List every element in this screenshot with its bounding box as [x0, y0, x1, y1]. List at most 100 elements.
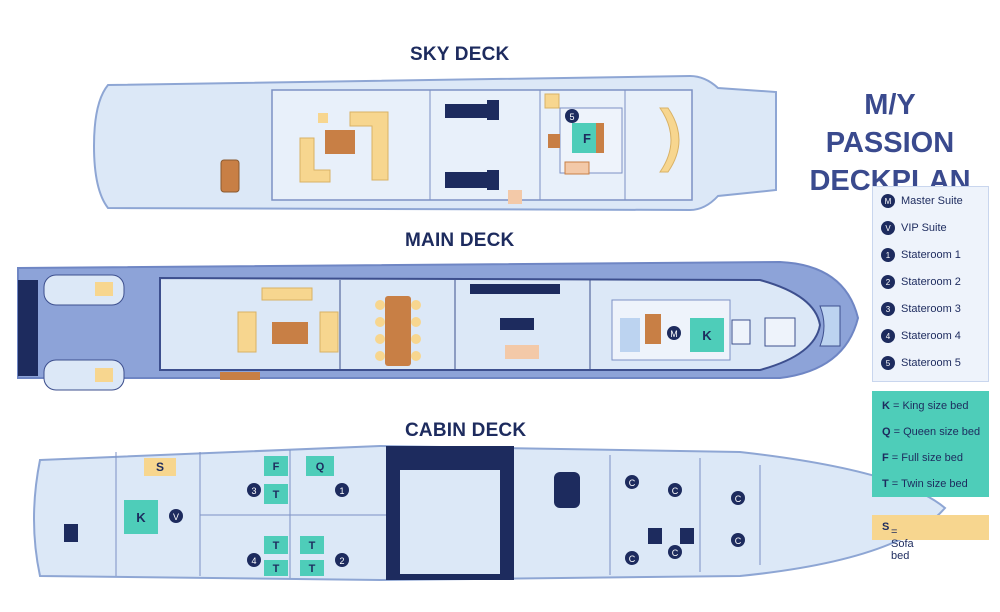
crew-cabin-marker — [625, 475, 639, 489]
deckplan-title: M/Y PASSION DECKPLAN — [800, 86, 980, 200]
stateroom-3-marker — [247, 483, 261, 497]
lounge-sofa — [299, 137, 331, 183]
stateroom-2-label: 2 — [339, 556, 344, 566]
galley-block — [500, 318, 534, 330]
legend-row-king: K = King size bed — [882, 400, 969, 412]
twin-bed-label: T — [309, 563, 316, 575]
dining-chair — [411, 317, 421, 327]
twin-bed-label: T — [273, 489, 280, 501]
legend-dot: M — [881, 194, 895, 208]
cabin-deck-title: CABIN DECK — [405, 420, 527, 441]
crew-cabin-marker — [731, 491, 745, 505]
chair — [318, 113, 328, 123]
twin-bed-label: T — [309, 540, 316, 552]
stateroom-4-label: 4 — [251, 556, 256, 566]
stateroom-1-marker — [335, 483, 349, 497]
legend-label: = King size bed — [893, 400, 969, 412]
full-bed-label: F — [273, 461, 280, 473]
bar-block — [445, 104, 487, 118]
legend-code: S — [882, 521, 890, 533]
crew-bunk — [648, 528, 662, 544]
legend-label: = Queen size bed — [893, 426, 981, 438]
twin-bed-marker — [300, 560, 324, 576]
beds-legend: K = King size bed Q = Queen size bed F =… — [872, 391, 989, 497]
sky-deck-title: SKY DECK — [410, 44, 510, 65]
dining-table — [385, 296, 411, 366]
vip-suite-marker — [169, 509, 183, 523]
king-bed-marker — [690, 318, 724, 352]
cabin-deck-plan: K S V F T 3 Q 1 T T 4 T T 2 C C — [33, 444, 947, 582]
dining-chair — [375, 334, 385, 344]
legend-label: = Full size bed — [891, 452, 964, 464]
legend-label: Master Suite — [901, 195, 963, 207]
engine-room-void — [400, 470, 500, 574]
legend-code: T — [882, 478, 889, 490]
full-bed-label: F — [583, 131, 591, 146]
sun-lounger — [220, 159, 240, 193]
legend-row-stateroom-2: 2 Stateroom 2 — [881, 273, 961, 291]
legend-label: Stateroom 2 — [901, 276, 961, 288]
bar-block — [445, 172, 487, 188]
crew-cabin-label: C — [672, 548, 679, 558]
stateroom-4-marker — [247, 553, 261, 567]
legend-row-sofa: S = Sofa bed — [882, 521, 914, 562]
title-line-1: M/Y PASSION — [825, 89, 955, 159]
legend-row-twin: T = Twin size bed — [882, 478, 968, 490]
queen-bed-label: Q — [316, 461, 325, 473]
sky-deck-plan: F 5 — [92, 74, 777, 212]
legend-label: = Twin size bed — [891, 478, 968, 490]
twin-bed-marker — [300, 536, 324, 554]
sofa — [564, 161, 590, 175]
king-bed-label: K — [136, 510, 146, 525]
galley-stairs — [505, 345, 539, 359]
stateroom-2-marker — [335, 553, 349, 567]
crew-cabin-label: C — [672, 486, 679, 496]
main-lounge-sofa — [319, 311, 339, 353]
crew-cabin-marker — [731, 533, 745, 547]
master-closet — [645, 314, 661, 344]
tender-boat — [43, 359, 125, 391]
bar-block — [487, 170, 499, 190]
legend-dot: 4 — [881, 329, 895, 343]
crew-cabin-label: C — [629, 554, 636, 564]
stairs — [508, 190, 522, 204]
king-bed-label: K — [702, 328, 712, 343]
twin-bed-marker — [264, 536, 288, 554]
legend-label: Stateroom 5 — [901, 357, 961, 369]
vip-suite-label: V — [173, 512, 179, 522]
legend-row-full: F = Full size bed — [882, 452, 963, 464]
coffee-table — [325, 130, 355, 154]
legend-label: Stateroom 3 — [901, 303, 961, 315]
legend-dot: 2 — [881, 275, 895, 289]
crew-cabin-marker — [625, 551, 639, 565]
tender-seat — [95, 368, 113, 382]
dining-chair — [375, 351, 385, 361]
tender-seat — [95, 282, 113, 296]
legend-code: K — [882, 400, 890, 412]
legend-label: Stateroom 1 — [901, 249, 961, 261]
sofa-legend: S = Sofa bed — [872, 515, 989, 562]
legend-dot: 3 — [881, 302, 895, 316]
sofa-bed-marker — [144, 458, 176, 476]
dining-chair — [411, 334, 421, 344]
crew-bunk — [680, 528, 694, 544]
twin-bed-label: T — [273, 563, 280, 575]
legend-row-stateroom-3: 3 Stateroom 3 — [881, 300, 961, 318]
legend-code: Q — [882, 426, 891, 438]
main-lounge-sofa — [261, 287, 313, 301]
helm-console — [659, 107, 680, 173]
twin-bed-marker — [264, 560, 288, 576]
crew-cabin-label: C — [735, 536, 742, 546]
main-lounge-table — [272, 322, 308, 344]
dining-chair — [411, 351, 421, 361]
legend-label: VIP Suite — [901, 222, 947, 234]
sink — [544, 93, 560, 109]
lounge-sofa — [349, 111, 389, 181]
stateroom-1-label: 1 — [339, 486, 344, 496]
full-bed-marker — [264, 456, 288, 476]
crew-cabin-label: C — [735, 494, 742, 504]
